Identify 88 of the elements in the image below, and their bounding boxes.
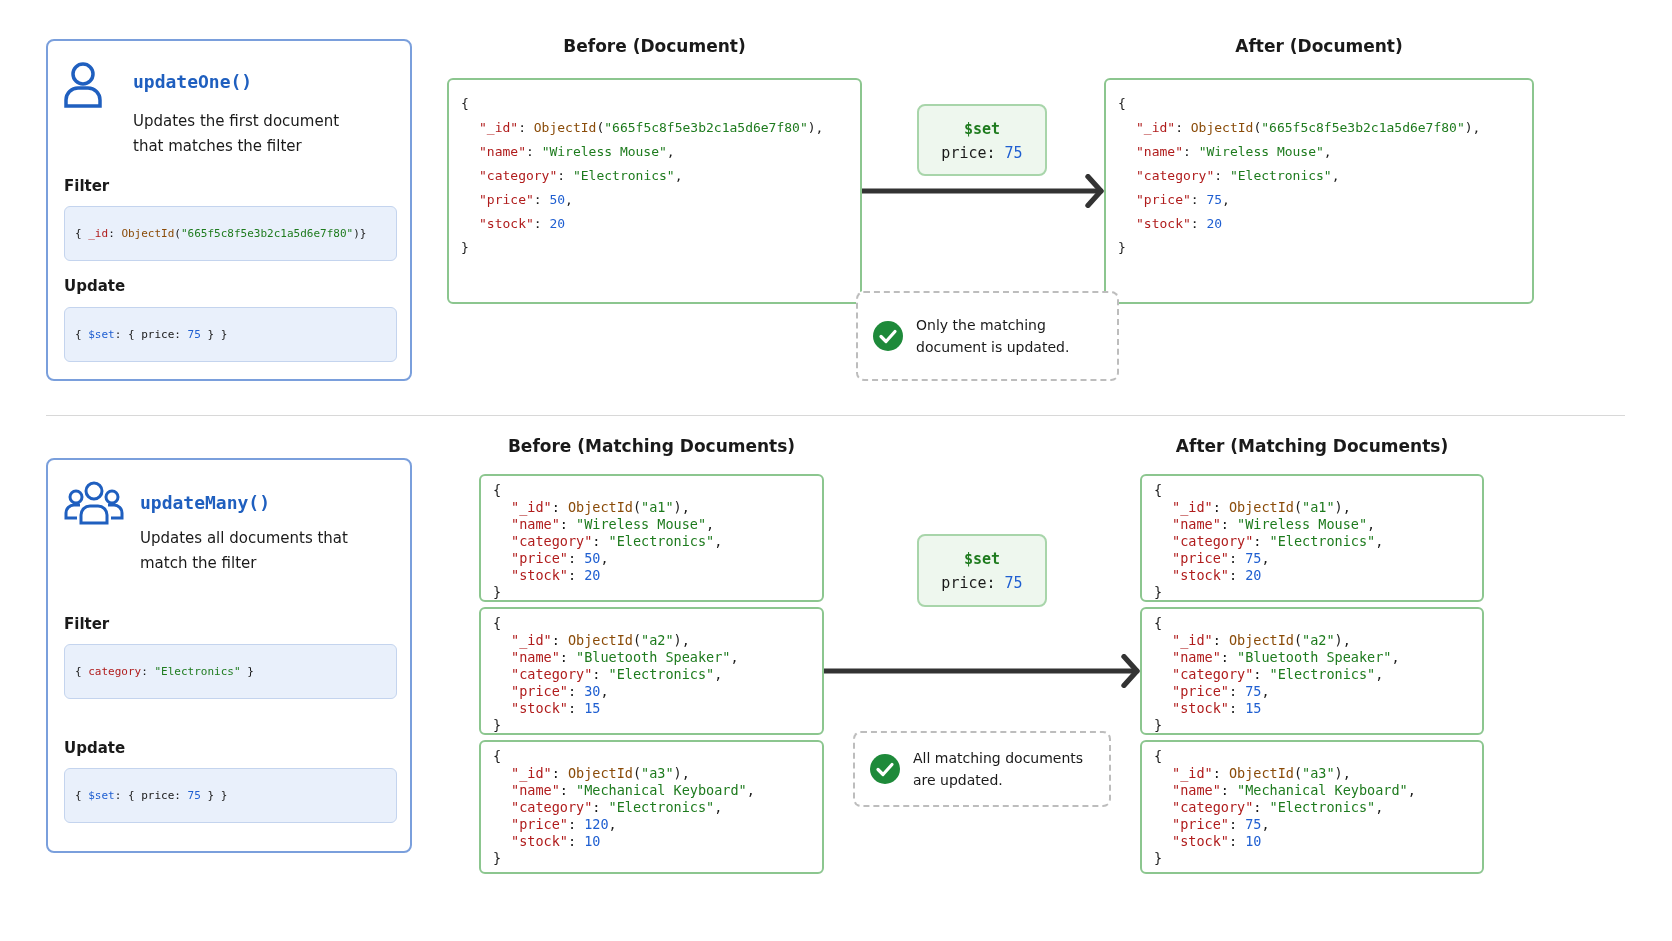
note-text: Only the matching document is updated. <box>916 316 1071 357</box>
code-line: "price": 75, <box>1171 550 1270 567</box>
code-line: "_id": ObjectId("a2"), <box>510 632 690 649</box>
code-line: { <box>1154 482 1163 499</box>
section-heading: Update <box>64 739 126 757</box>
code-line: { <box>1154 748 1163 765</box>
code-line: "stock": 10 <box>510 833 601 850</box>
code-line: "stock": 10 <box>1171 833 1262 850</box>
code-line: "name": "Wireless Mouse", <box>1135 143 1332 161</box>
code-line: { <box>1118 95 1126 113</box>
code-line: "stock": 20 <box>1135 215 1223 233</box>
code-line: "price": 75, <box>1171 816 1270 833</box>
code-box <box>64 768 397 823</box>
section-heading: Before (Document) <box>562 36 747 56</box>
code-line: { <box>493 615 502 632</box>
method-panel <box>46 458 412 853</box>
code-line: "_id": ObjectId("a3"), <box>510 765 690 782</box>
note-text: All matching documents are updated. <box>913 749 1085 790</box>
code-line: "category": "Electronics", <box>1171 799 1384 816</box>
code-line: { <box>461 95 469 113</box>
section-heading: After (Document) <box>1234 36 1404 56</box>
code-line: } <box>493 850 502 867</box>
code-box <box>64 206 397 261</box>
code-line: "category": "Electronics", <box>1135 167 1340 185</box>
note-box <box>853 731 1111 807</box>
code-line: "price": 75, <box>1171 683 1270 700</box>
code-line: "stock": 20 <box>510 567 601 584</box>
section-heading: Update <box>64 277 126 295</box>
code-line: } <box>1154 850 1163 867</box>
operator-box <box>917 534 1047 607</box>
code-text: price: 75 <box>940 574 1024 592</box>
code-line: "price": 30, <box>510 683 609 700</box>
code-line: "name": "Wireless Mouse", <box>478 143 675 161</box>
method-name: updateOne() <box>133 71 253 92</box>
code-line: } <box>493 717 502 734</box>
code-line: "name": "Mechanical Keyboard", <box>510 782 755 799</box>
code-text: { _id: ObjectId("665f5c8f5e3b2c1a5d6e7f80")} <box>75 227 367 240</box>
code-line: } <box>461 239 469 257</box>
code-text: { category: "Electronics" } <box>75 665 254 678</box>
code-line: "name": "Bluetooth Speaker", <box>1171 649 1400 666</box>
code-line: "_id": ObjectId("a3"), <box>1171 765 1351 782</box>
code-line: } <box>1118 239 1126 257</box>
method-description: Updates all documents that match the filter <box>140 528 349 574</box>
code-box <box>64 307 397 362</box>
code-line: "name": "Bluetooth Speaker", <box>510 649 739 666</box>
section-heading: Filter <box>64 177 110 195</box>
method-name: updateMany() <box>140 492 271 513</box>
code-line: } <box>1154 717 1163 734</box>
operator-name: $set <box>962 120 1002 138</box>
code-text: { $set: { price: 75 } } <box>75 328 228 341</box>
code-line: } <box>1154 584 1163 601</box>
section-heading: After (Matching Documents) <box>1174 436 1450 456</box>
note-box <box>856 291 1119 381</box>
code-box <box>64 644 397 699</box>
code-text: price: 75 <box>940 144 1024 162</box>
code-line: { <box>493 482 502 499</box>
code-line: "price": 50, <box>478 191 573 209</box>
code-line: "name": "Wireless Mouse", <box>1171 516 1376 533</box>
code-text: { $set: { price: 75 } } <box>75 789 228 802</box>
code-line: "category": "Electronics", <box>478 167 683 185</box>
code-line: "category": "Electronics", <box>510 799 723 816</box>
method-panel <box>46 39 412 381</box>
code-line: "_id": ObjectId("665f5c8f5e3b2c1a5d6e7f80"), <box>1135 119 1481 137</box>
code-line: "category": "Electronics", <box>510 533 723 550</box>
code-line: "price": 75, <box>1135 191 1230 209</box>
code-line: "_id": ObjectId("a1"), <box>510 499 690 516</box>
code-line: "stock": 15 <box>510 700 601 717</box>
code-line: "price": 50, <box>510 550 609 567</box>
code-line: "category": "Electronics", <box>510 666 723 683</box>
section-heading: Filter <box>64 615 110 633</box>
code-line: { <box>493 748 502 765</box>
code-line: } <box>493 584 502 601</box>
section-heading: Before (Matching Documents) <box>506 436 797 456</box>
code-line: "_id": ObjectId("665f5c8f5e3b2c1a5d6e7f80"), <box>478 119 824 137</box>
code-line: "_id": ObjectId("a2"), <box>1171 632 1351 649</box>
code-line: "_id": ObjectId("a1"), <box>1171 499 1351 516</box>
code-line: "name": "Mechanical Keyboard", <box>1171 782 1416 799</box>
code-line: "price": 120, <box>510 816 617 833</box>
code-line: "category": "Electronics", <box>1171 533 1384 550</box>
code-line: "category": "Electronics", <box>1171 666 1384 683</box>
code-line: "stock": 20 <box>478 215 566 233</box>
operator-name: $set <box>962 550 1002 568</box>
code-line: "name": "Wireless Mouse", <box>510 516 715 533</box>
code-line: "stock": 15 <box>1171 700 1262 717</box>
code-line: { <box>1154 615 1163 632</box>
operator-box <box>917 104 1047 176</box>
code-line: "stock": 20 <box>1171 567 1262 584</box>
method-description: Updates the first document that matches the filter <box>133 111 341 157</box>
